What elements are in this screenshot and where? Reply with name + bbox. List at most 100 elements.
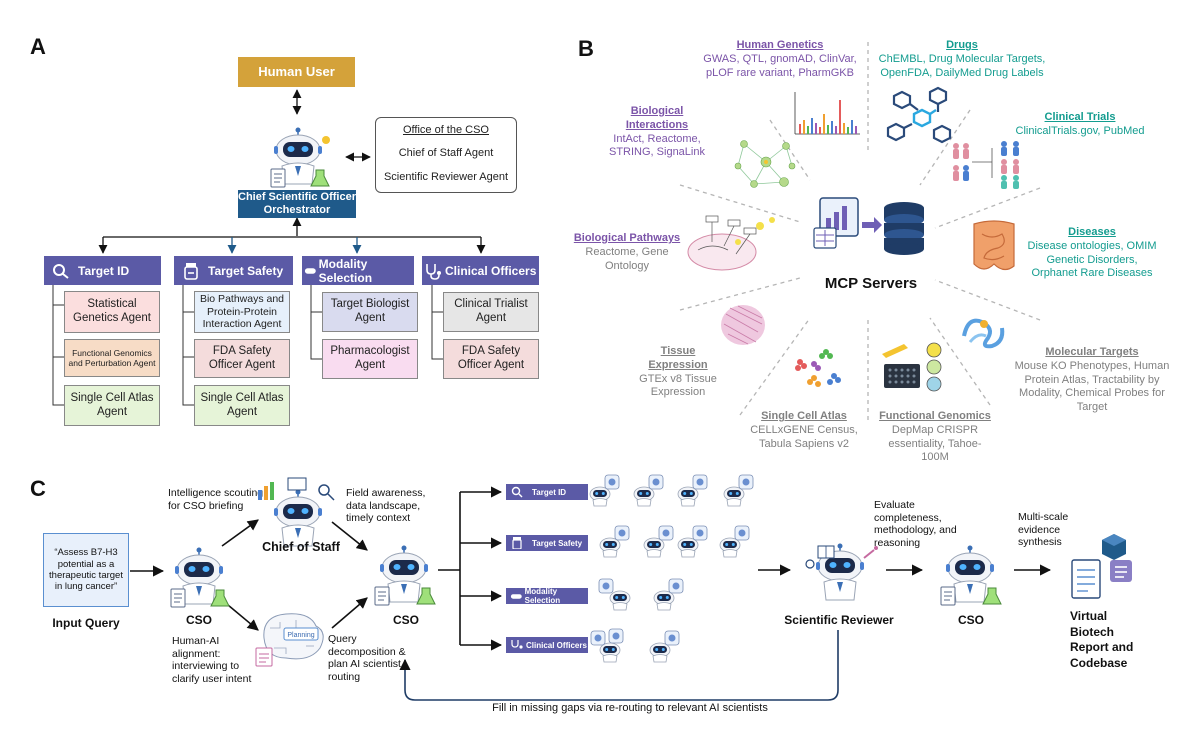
mcp-drugs-body: ChEMBL, Drug Molecular Targets, OpenFDA,… xyxy=(878,52,1046,79)
mcp-clinical-trials[interactable]: Clinical Trials ClinicalTrials.gov, PubM… xyxy=(1005,111,1155,139)
mcp-drugs[interactable]: Drugs ChEMBL, Drug Molecular Targets, Op… xyxy=(872,39,1052,80)
cso-robot-icon-1 xyxy=(170,546,230,608)
office-of-cso-box: Office of the CSO Chief of Staff Agent S… xyxy=(375,117,517,193)
mcp-biological-pathways-body: Reactome, Gene Ontology xyxy=(585,245,669,272)
header-target-safety[interactable]: Target Safety xyxy=(174,256,293,285)
mcp-single-cell-atlas-body: CELLxGENE Census, Tabula Sapiens v2 xyxy=(750,423,858,450)
mcp-servers-label: MCP Servers xyxy=(824,275,918,292)
human-ai-alignment-label: Human-AI alignment: interviewing to clar… xyxy=(172,635,252,685)
single-cell-umap-icon xyxy=(795,349,841,387)
capsule-icon xyxy=(510,594,522,599)
orchestrator-box[interactable]: Chief Scientific Officer Orchestrator xyxy=(238,190,356,218)
capsule-icon xyxy=(304,267,316,274)
manhattan-plot-icon xyxy=(794,92,860,135)
branch-target-safety-label: Target Safety xyxy=(532,538,583,548)
mcp-human-genetics-body: GWAS, QTL, gnomAD, ClinVar, pLOF rare va… xyxy=(703,52,857,79)
header-modality-selection[interactable]: Modality Selection xyxy=(302,256,414,285)
header-target-safety-label: Target Safety xyxy=(208,263,284,278)
virtual-biotech-report-label: Virtual Biotech Report and Codebase xyxy=(1070,609,1134,670)
mcp-tissue-expression[interactable]: Tissue Expression GTEx v8 Tissue Express… xyxy=(636,345,720,400)
header-target-id[interactable]: Target ID xyxy=(44,256,161,285)
office-chief-of-staff[interactable]: Chief of Staff Agent xyxy=(398,147,494,159)
chief-of-staff-label: Chief of Staff xyxy=(262,540,340,554)
multiscale-synthesis-label: Multi-scale evidence synthesis xyxy=(1018,511,1069,549)
interaction-network-icon xyxy=(734,140,796,188)
mcp-functional-genomics[interactable]: Functional Genomics DepMap CRISPR essent… xyxy=(876,410,994,465)
agent-single-cell-atlas-1[interactable]: Single Cell Atlas Agent xyxy=(64,385,160,426)
mcp-molecular-targets[interactable]: Molecular Targets Mouse KO Phenotypes, H… xyxy=(1008,346,1176,415)
agent-bio-pathways-ppi[interactable]: Bio Pathways and Protein-Protein Interac… xyxy=(194,291,290,333)
feedback-loop-label: Fill in missing gaps via re-routing to r… xyxy=(492,702,768,714)
field-awareness-label: Field awareness, data landscape, timely … xyxy=(346,487,426,525)
chief-of-staff-robot-icon xyxy=(258,477,335,547)
stethoscope-icon xyxy=(426,263,441,280)
agent-target-biologist[interactable]: Target Biologist Agent xyxy=(322,292,418,332)
scientific-reviewer-label: Scientific Reviewer xyxy=(784,613,894,627)
mcp-human-genetics[interactable]: Human Genetics GWAS, QTL, gnomAD, ClinVa… xyxy=(700,39,860,80)
mcp-biological-pathways-title: Biological Pathways xyxy=(573,232,681,244)
planning-badge: Planning xyxy=(287,632,314,639)
mcp-molecular-targets-body: Mouse KO Phenotypes, Human Protein Atlas… xyxy=(1014,359,1170,413)
magnifier-icon xyxy=(511,486,523,498)
mcp-biological-interactions-body: IntAct, Reactome, STRING, SignaLink xyxy=(609,132,705,159)
agent-functional-genomics[interactable]: Functional Genomics and Perturbation Age… xyxy=(64,339,160,377)
mcp-drugs-title: Drugs xyxy=(946,39,978,51)
intestine-organ-icon xyxy=(973,220,1015,271)
office-reviewer[interactable]: Scientific Reviewer Agent xyxy=(383,171,509,183)
branch-clinical-officers[interactable]: Clinical Officers xyxy=(506,637,588,653)
stethoscope-icon xyxy=(511,640,523,649)
agent-pharmacologist[interactable]: Pharmacologist Agent xyxy=(322,339,418,379)
header-target-id-label: Target ID xyxy=(78,263,130,278)
mcp-clinical-trials-body: ClinicalTrials.gov, PubMed xyxy=(1015,124,1145,137)
header-clinical-officers-label: Clinical Officers xyxy=(445,263,537,278)
branch-modality-selection[interactable]: Modality Selection xyxy=(506,587,588,605)
office-title: Office of the CSO xyxy=(402,124,489,136)
magnifier-icon xyxy=(53,263,69,279)
cso-orchestrator-robot-icon xyxy=(270,126,330,188)
mcp-single-cell-atlas[interactable]: Single Cell Atlas CELLxGENE Census, Tabu… xyxy=(744,410,864,451)
branch-target-id[interactable]: Target ID xyxy=(506,484,588,500)
mcp-tissue-expression-body: GTEx v8 Tissue Expression xyxy=(639,372,717,399)
mcp-biological-interactions[interactable]: Biological Interactions IntAct, Reactome… xyxy=(602,105,712,160)
agent-fda-safety-2[interactable]: FDA Safety Officer Agent xyxy=(443,339,539,379)
branch-modality-selection-label: Modality Selection xyxy=(524,587,561,605)
evaluate-label: Evaluate completeness, methodology, and … xyxy=(874,499,957,549)
cso-label-1: CSO xyxy=(185,613,212,627)
mcp-servers-database-icon xyxy=(813,197,924,255)
agent-fda-safety-1[interactable]: FDA Safety Officer Agent xyxy=(194,339,290,378)
agent-clinical-trialist[interactable]: Clinical Trialist Agent xyxy=(443,292,539,332)
protein-structure-icon xyxy=(962,318,1005,349)
clinical-trial-people-icon xyxy=(953,141,1019,189)
panel-c-letter: C xyxy=(30,476,46,501)
mcp-tissue-expression-title: Tissue Expression xyxy=(648,345,708,371)
header-clinical-officers[interactable]: Clinical Officers xyxy=(422,256,539,285)
mcp-diseases[interactable]: Diseases Disease ontologies, OMIM Geneti… xyxy=(1024,226,1160,281)
pill-bottle-icon xyxy=(512,537,522,549)
mcp-human-genetics-title: Human Genetics xyxy=(736,39,824,51)
mcp-biological-interactions-title: Biological Interactions xyxy=(625,105,689,131)
pill-bottle-icon xyxy=(184,262,198,280)
mcp-functional-genomics-title: Functional Genomics xyxy=(879,410,991,422)
mcp-molecular-targets-title: Molecular Targets xyxy=(1045,346,1139,358)
scientific-reviewer-robot-icon xyxy=(805,542,878,601)
branch-target-safety[interactable]: Target Safety xyxy=(506,535,588,551)
header-modality-selection-label: Modality Selection xyxy=(318,256,373,285)
agent-statistical-genetics[interactable]: Statistical Genetics Agent xyxy=(64,291,160,333)
tissue-section-icon xyxy=(721,305,765,345)
mcp-functional-genomics-body: DepMap CRISPR essentiality, Tahoe-100M xyxy=(888,423,982,464)
human-user-box[interactable]: Human User xyxy=(238,57,355,87)
pathway-diagram-icon xyxy=(687,215,775,271)
cso-label-2: CSO xyxy=(392,613,419,627)
mcp-diseases-title: Diseases xyxy=(1068,226,1116,238)
panel-b-letter: B xyxy=(578,36,594,61)
agent-single-cell-atlas-2[interactable]: Single Cell Atlas Agent xyxy=(194,385,290,426)
input-query-box[interactable]: “Assess B7-H3 potential as a therapeutic… xyxy=(43,533,129,607)
mcp-clinical-trials-title: Clinical Trials xyxy=(1044,111,1116,123)
mcp-biological-pathways[interactable]: Biological Pathways Reactome, Gene Ontol… xyxy=(570,232,684,273)
molecule-structures-icon xyxy=(886,86,952,144)
cso-robot-icon-2 xyxy=(374,544,436,606)
crispr-screening-icon xyxy=(882,342,942,392)
cso-label-3: CSO xyxy=(957,613,984,627)
